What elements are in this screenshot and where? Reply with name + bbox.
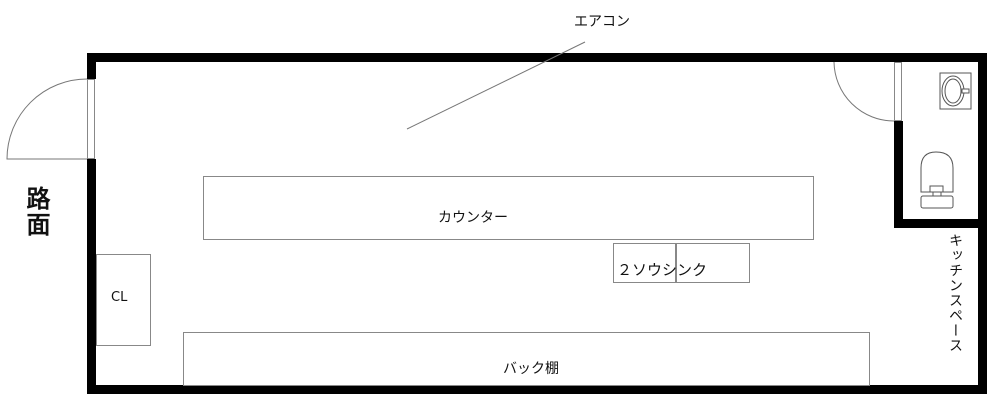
toilet-door-frame (894, 62, 902, 121)
toilet-wall-left (894, 121, 903, 228)
counter-label: カウンター (438, 210, 508, 226)
sink-label: ２ソウシンク (617, 261, 708, 279)
sink-basin-left (613, 243, 676, 283)
entrance-door-frame (87, 79, 95, 159)
aircon-label: エアコン (574, 14, 630, 30)
closet-label: CL (111, 290, 128, 305)
counter (203, 176, 814, 240)
wall-left-lower (87, 159, 96, 394)
wall-bottom (87, 385, 987, 394)
toilet-icon (920, 151, 954, 209)
entrance-door-swing-icon (6, 78, 88, 160)
sink-basin-right (676, 243, 750, 283)
street-label: 路面 (22, 186, 50, 238)
back-shelf (183, 332, 870, 386)
toilet-wall-bottom (894, 219, 978, 228)
wall-left-upper (87, 53, 96, 79)
wall-top (87, 53, 987, 62)
wall-right (978, 53, 987, 394)
aircon-leader-line (406, 41, 586, 130)
back-shelf-label: バック棚 (503, 361, 559, 377)
wash-basin-icon (939, 72, 972, 110)
closet (96, 254, 151, 346)
toilet-door-swing-icon (833, 61, 895, 122)
kitchen-space-label: キッチンスペース (947, 233, 963, 353)
